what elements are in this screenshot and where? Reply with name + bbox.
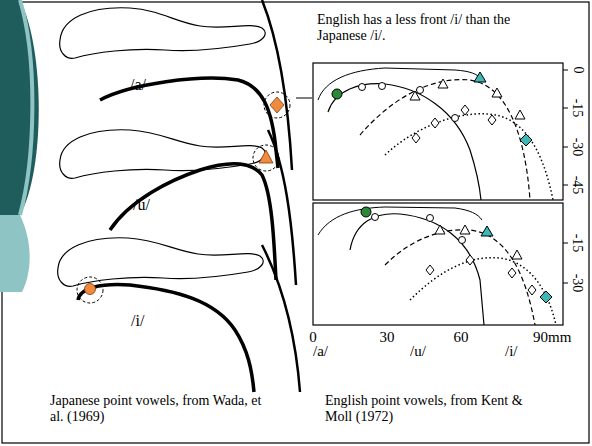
axis-number: 0	[569, 67, 585, 74]
vowel-label: /u/	[133, 196, 150, 214]
plot-top	[313, 63, 568, 200]
vowel-label: /i/	[131, 312, 144, 330]
legend-text: /u/	[410, 343, 426, 360]
vowel-label: /a/	[130, 76, 146, 94]
slide-band-dark	[0, 0, 39, 215]
axis-number: -15	[569, 99, 585, 118]
slide-band-light	[0, 215, 30, 292]
vocal-tract-u	[60, 130, 296, 285]
axis-number: -30	[569, 274, 585, 293]
axis-number: -15	[569, 234, 585, 253]
slide-band-edge	[20, 0, 32, 215]
figure-caption: Japanese point vowels, from Wada, et al.…	[50, 393, 265, 425]
axis-number: 60	[454, 329, 469, 346]
note-text: English has a less front /i/ than the Ja…	[317, 12, 517, 44]
axis-number: 30	[380, 329, 395, 346]
vocal-tract-a	[60, 0, 292, 170]
plot-bottom	[313, 203, 568, 325]
figure-caption: English point vowels, from Kent & Moll (…	[325, 393, 530, 425]
axis-number: 90mm	[533, 329, 571, 346]
axis-number: -45	[569, 176, 585, 195]
vocal-tract-i	[58, 238, 300, 392]
legend-text: /a/	[313, 343, 328, 360]
legend-text: /i/	[505, 343, 518, 360]
pointer-line	[296, 98, 312, 99]
axis-number: -30	[569, 138, 585, 157]
